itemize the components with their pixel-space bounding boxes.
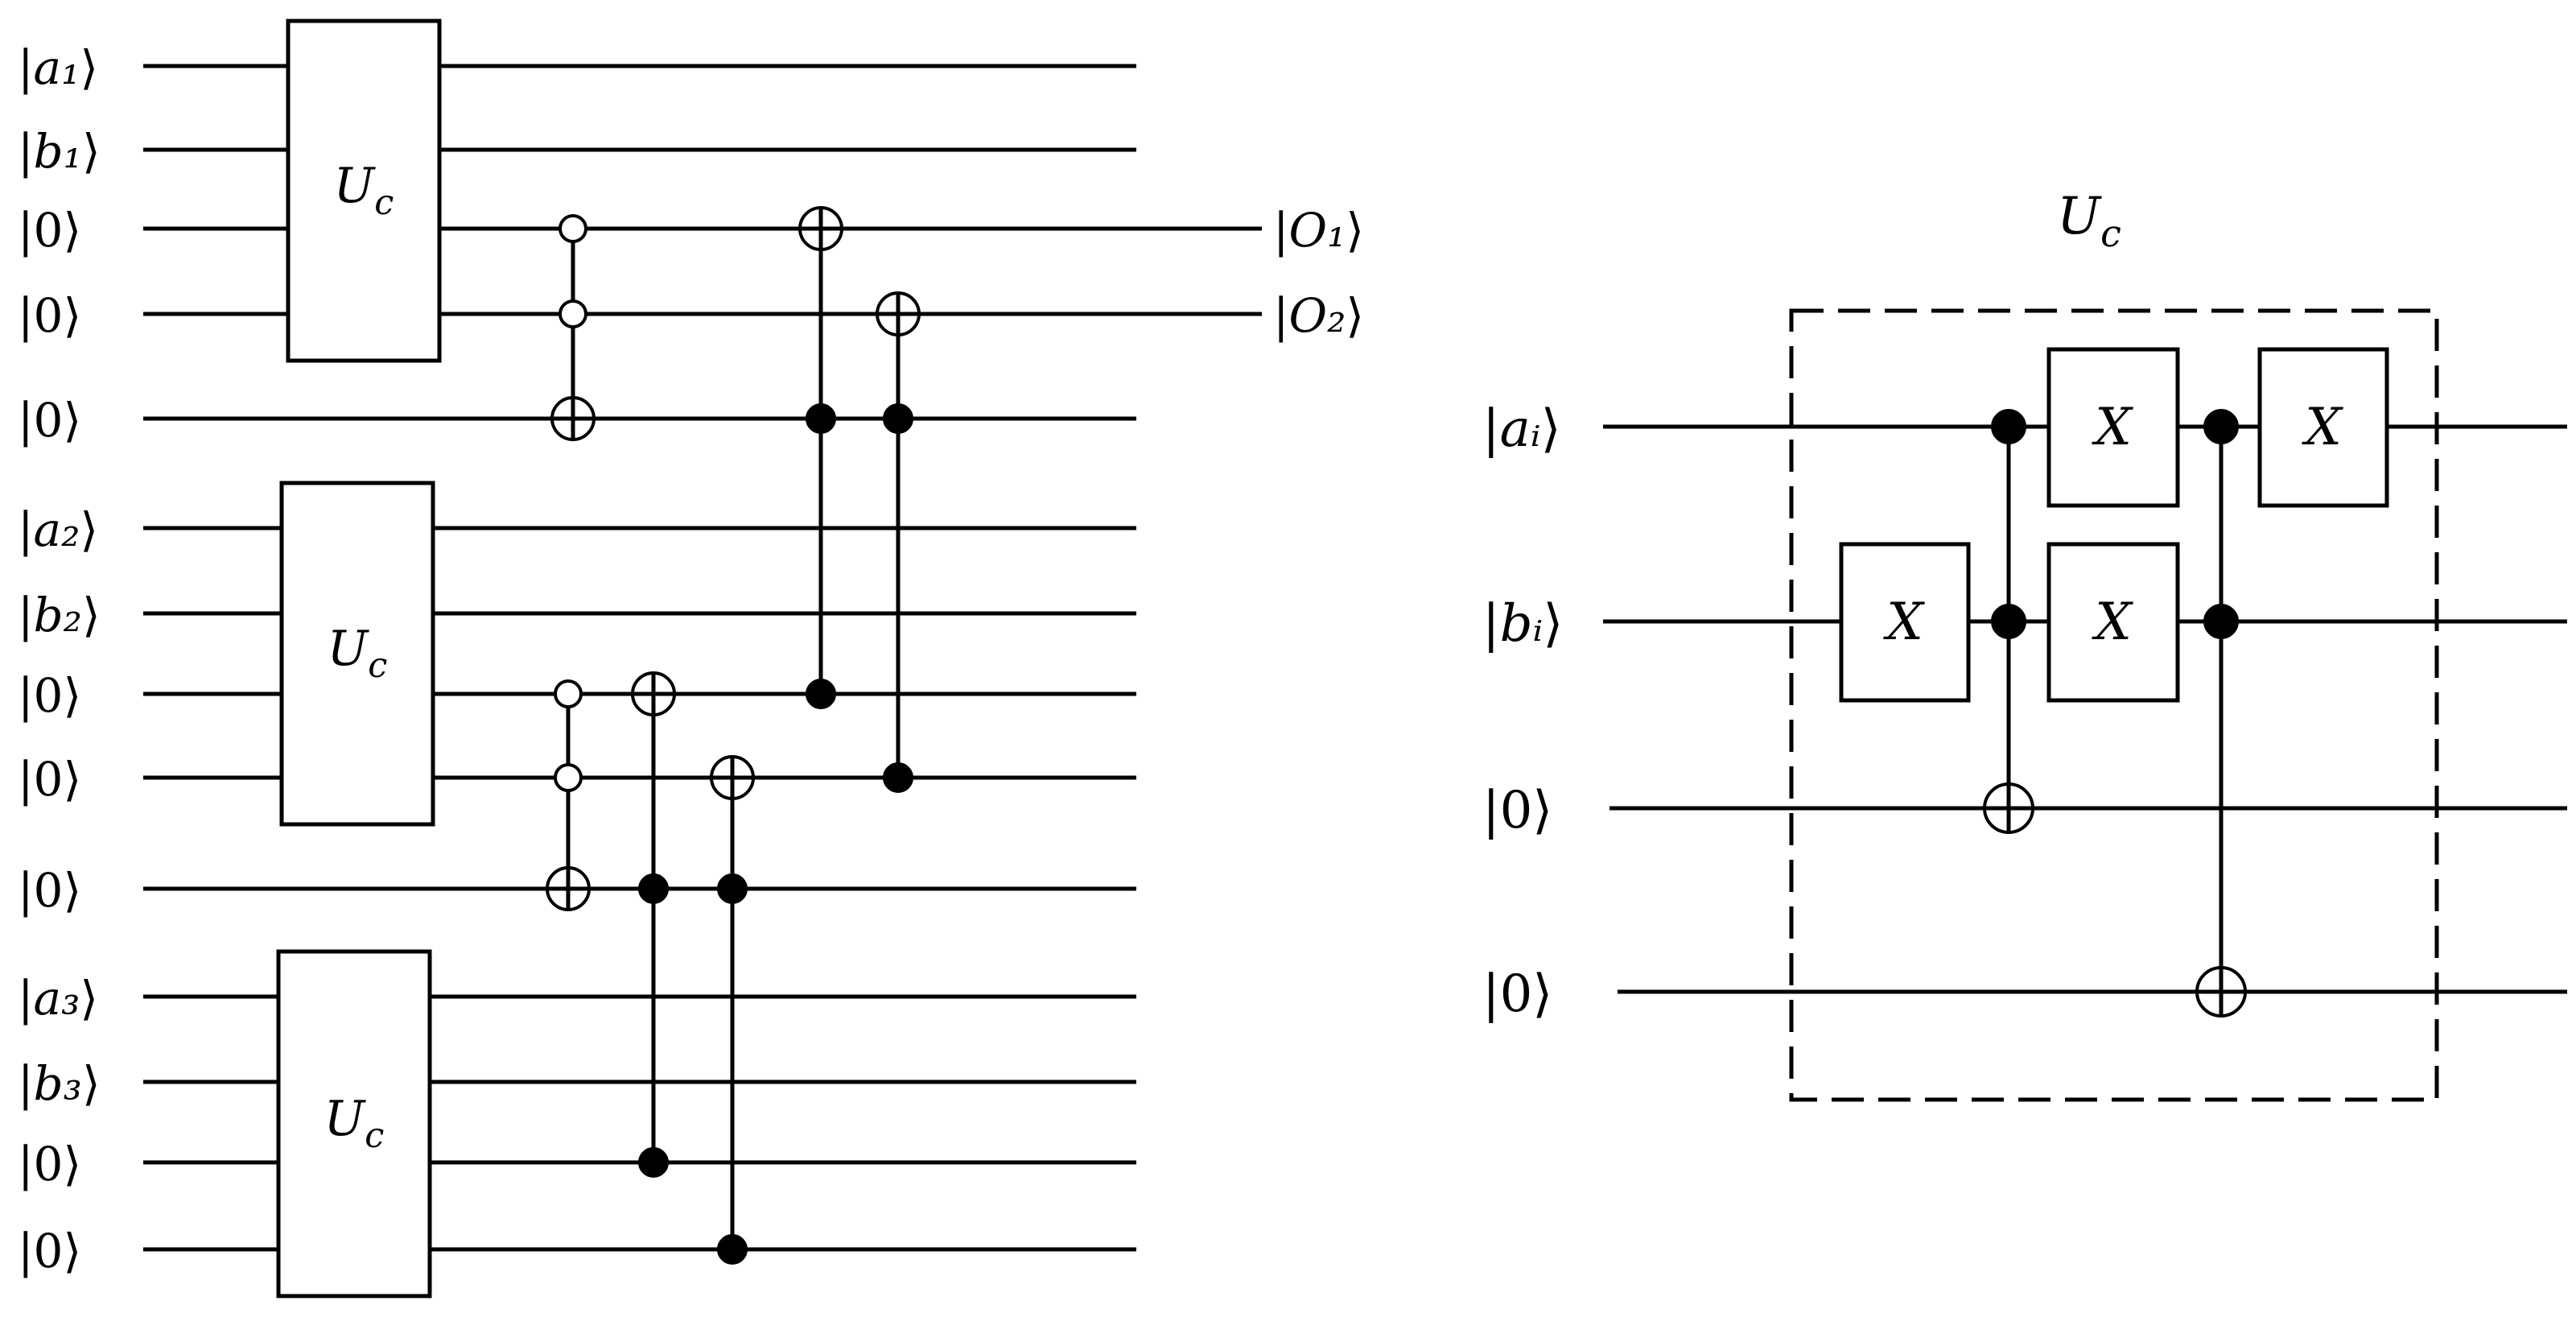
- x-gate-3: [2046, 542, 2180, 703]
- gate-5-control-0: [883, 403, 913, 434]
- gate-1-control-1: [554, 763, 583, 792]
- output-label-0: |O₁⟩: [1273, 203, 1364, 258]
- gate-0-control-1: [558, 299, 587, 328]
- input-label-8: |0⟩: [18, 752, 81, 807]
- x-gate-1-label: X: [1882, 592, 1925, 652]
- uc-gate-0-control-1: [1991, 604, 2026, 639]
- x-gate-1: [1839, 542, 1971, 703]
- output-label-1: |O₂⟩: [1273, 288, 1364, 343]
- x-gate-2: [2046, 347, 2180, 508]
- input-label-12: |0⟩: [18, 1137, 81, 1191]
- input-label-1: |b₁⟩: [18, 124, 101, 179]
- uc-block-1: [286, 19, 442, 363]
- input-label-11: |b₃⟩: [18, 1056, 101, 1111]
- gate-3-control-0: [717, 873, 748, 904]
- uc-block-label-1: Uc: [334, 158, 394, 223]
- gate-2-control-1: [638, 1147, 669, 1178]
- uc-input-label-2: |0⟩: [1482, 781, 1552, 840]
- left-circuit: |a₁⟩ |b₁⟩ |0⟩ |0⟩ |0⟩ |a₂⟩ |b₂⟩ |0⟩ |0⟩ |0⟩ |a₃⟩ |b…: [18, 19, 1364, 1298]
- input-label-5: |a₂⟩: [18, 502, 98, 557]
- gate-2-control-0: [638, 873, 669, 904]
- input-label-13: |0⟩: [18, 1224, 81, 1278]
- input-label-4: |0⟩: [18, 393, 81, 448]
- gate-3-control-1: [717, 1234, 748, 1265]
- right-circuit-uc-detail: Uc |aᵢ⟩ |bᵢ⟩ |0⟩ |0⟩ X X X X: [1482, 187, 2567, 1102]
- input-label-7: |0⟩: [18, 668, 81, 723]
- uc-block-label-2: Uc: [328, 621, 388, 686]
- gate-5-control-1: [883, 762, 913, 793]
- input-label-3: |0⟩: [18, 288, 81, 343]
- uc-gate-1-control-1: [2203, 604, 2239, 639]
- input-label-10: |a₃⟩: [18, 971, 98, 1026]
- input-label-0: |a₁⟩: [18, 40, 98, 95]
- uc-input-label-3: |0⟩: [1482, 964, 1552, 1024]
- uc-gate-0-control-0: [1991, 409, 2026, 444]
- input-label-9: |0⟩: [18, 863, 81, 918]
- uc-input-label-1: |bᵢ⟩: [1482, 594, 1563, 654]
- uc-gate-1-control-0: [2203, 409, 2239, 444]
- uc-block-label-3: Uc: [324, 1091, 385, 1156]
- x-gate-3-label: X: [2091, 592, 2133, 652]
- input-label-6: |b₂⟩: [18, 588, 101, 642]
- uc-block-2: [279, 481, 435, 827]
- uc-title: Uc: [2057, 187, 2121, 255]
- x-gate-4: [2257, 347, 2389, 508]
- uc-input-label-0: |aᵢ⟩: [1482, 399, 1561, 459]
- input-label-2: |0⟩: [18, 203, 81, 258]
- gate-0-control-0: [558, 214, 587, 243]
- x-gate-4-label: X: [2301, 398, 2343, 457]
- gate-4-control-0: [806, 403, 836, 434]
- uc-block-3: [276, 949, 432, 1298]
- gate-4-control-1: [806, 679, 836, 709]
- gate-1-control-0: [554, 679, 583, 708]
- x-gate-2-label: X: [2091, 398, 2133, 457]
- uc-dashed-boundary: [1789, 308, 2439, 1102]
